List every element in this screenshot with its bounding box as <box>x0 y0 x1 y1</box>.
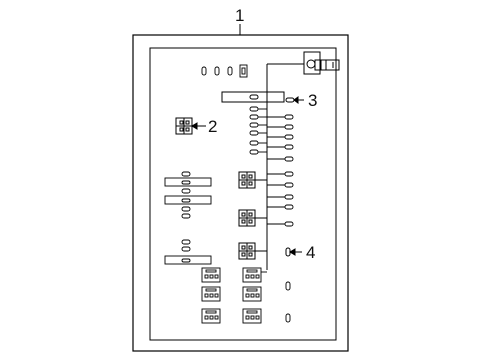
relay-item-2 <box>175 117 206 135</box>
callout-2: 2 <box>208 117 217 136</box>
bus-fuses-right <box>267 114 294 227</box>
callout-1: 1 <box>235 6 244 25</box>
left-fuse-stack <box>164 171 212 265</box>
bus-fuses-left <box>249 106 267 155</box>
callout-4-pointer <box>285 247 302 257</box>
top-fuse-row <box>201 64 248 78</box>
callout-4: 4 <box>306 243 315 262</box>
callout-3-pointer <box>285 96 304 104</box>
fuse-bar-top <box>221 91 285 103</box>
main-connector <box>303 51 340 75</box>
callout-3: 3 <box>308 91 317 110</box>
outer-frame <box>132 34 349 352</box>
bottom-connectors <box>201 267 291 324</box>
inner-panel <box>149 47 337 341</box>
main-bus <box>266 63 304 270</box>
bus-relays <box>238 171 267 260</box>
